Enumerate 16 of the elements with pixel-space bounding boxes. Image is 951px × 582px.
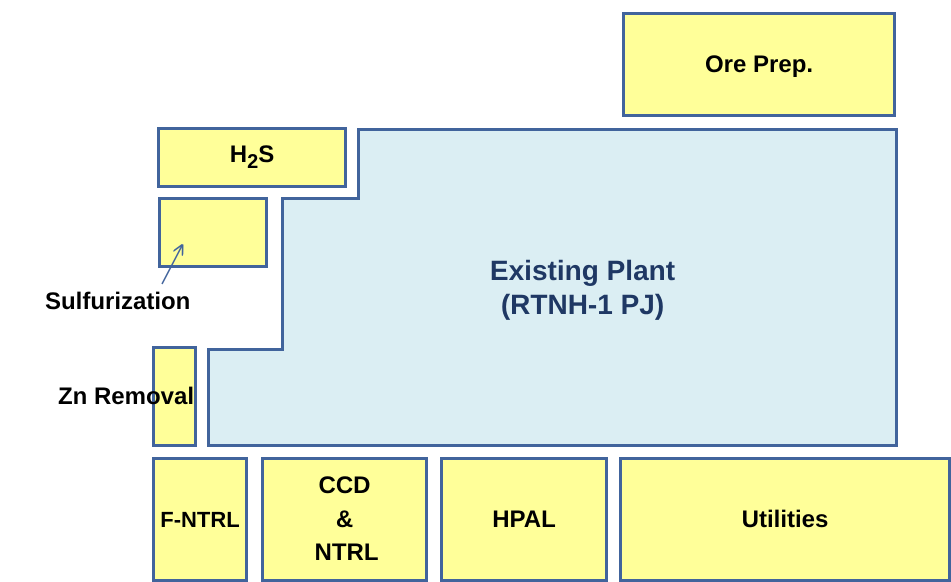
area-box (152, 457, 248, 582)
area-box (619, 457, 951, 582)
area-name: Existing Plant (RTNH-1 PJ) (488, 254, 676, 322)
area-box (622, 12, 896, 117)
leader-line (161, 244, 184, 284)
area-name: F-NTRL (160, 506, 240, 532)
plant-area (207, 128, 898, 447)
area-name: H$_{2}$S (230, 141, 274, 174)
area-name: Utilities (742, 506, 828, 534)
area-box (440, 457, 608, 582)
area-name: HPAL (492, 506, 556, 534)
area-label: Sulfurization (45, 288, 190, 316)
area-name: Ore Prep. (704, 50, 814, 78)
area-box (158, 197, 268, 268)
area-box (157, 127, 347, 188)
area-box (261, 457, 428, 582)
